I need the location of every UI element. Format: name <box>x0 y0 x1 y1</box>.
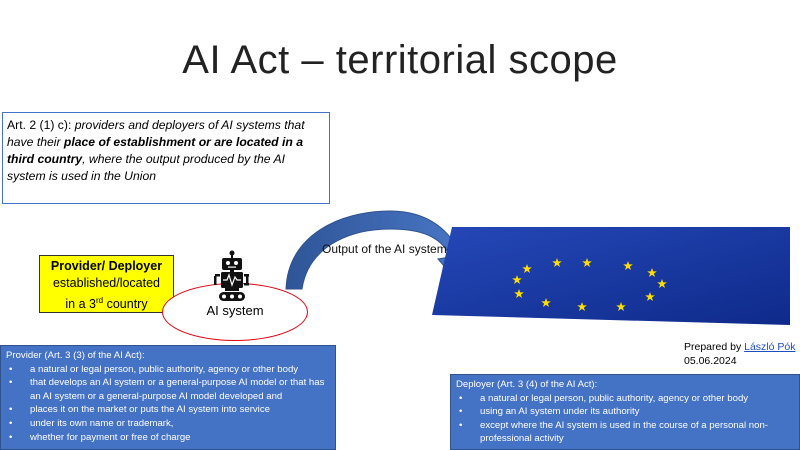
list-item: a natural or legal person, public author… <box>6 363 330 377</box>
ai-system-label: AI system <box>206 303 264 318</box>
eu-flag-icon <box>432 227 790 325</box>
list-item: except where the AI system is used in th… <box>456 419 794 446</box>
prepared-by-note: Prepared by László Pók 05.06.2024 <box>684 341 796 367</box>
article-prefix: Art. 2 (1) c): <box>7 118 75 132</box>
list-item: places it on the market or puts the AI s… <box>6 403 330 417</box>
provider-deployer-title: Provider/ Deployer <box>50 259 163 273</box>
provider-deployer-line2: established/located <box>52 276 161 290</box>
list-item: that develops an AI system or a general-… <box>6 376 330 403</box>
list-item: whether for payment or free of charge <box>6 431 330 445</box>
article-text-italic-2: , where the output produced by the AI sy… <box>7 152 285 183</box>
provider-definition-heading: Provider (Art. 3 (3) of the AI Act): <box>6 350 145 361</box>
list-item: under its own name or trademark, <box>6 417 330 431</box>
author-link[interactable]: László Pók <box>744 341 796 353</box>
provider-deployer-line3: in a 3rd country <box>65 296 148 312</box>
deployer-definition-box: Deployer (Art. 3 (4) of the AI Act): a n… <box>450 374 800 450</box>
page-title: AI Act – territorial scope <box>182 38 618 82</box>
provider-deployer-label-box: Provider/ Deployer established/located i… <box>39 255 174 313</box>
deployer-definition-list: a natural or legal person, public author… <box>456 392 794 446</box>
article-text-bold: place of establishment or are located in… <box>7 135 304 166</box>
provider-definition-list: a natural or legal person, public author… <box>6 363 330 445</box>
output-label: Output of the AI system <box>322 242 447 256</box>
deployer-definition-heading: Deployer (Art. 3 (4) of the AI Act): <box>456 379 598 390</box>
robot-icon <box>214 250 249 301</box>
prepared-date: 05.06.2024 <box>684 355 737 367</box>
list-item: using an AI system under its authority <box>456 405 794 419</box>
article-quote-box: Art. 2 (1) c): providers and deployers o… <box>2 112 330 204</box>
article-text-italic-1: providers and deployers of AI systems th… <box>7 118 305 149</box>
list-item: a natural or legal person, public author… <box>456 392 794 406</box>
provider-definition-box: Provider (Art. 3 (3) of the AI Act): a n… <box>0 345 336 450</box>
